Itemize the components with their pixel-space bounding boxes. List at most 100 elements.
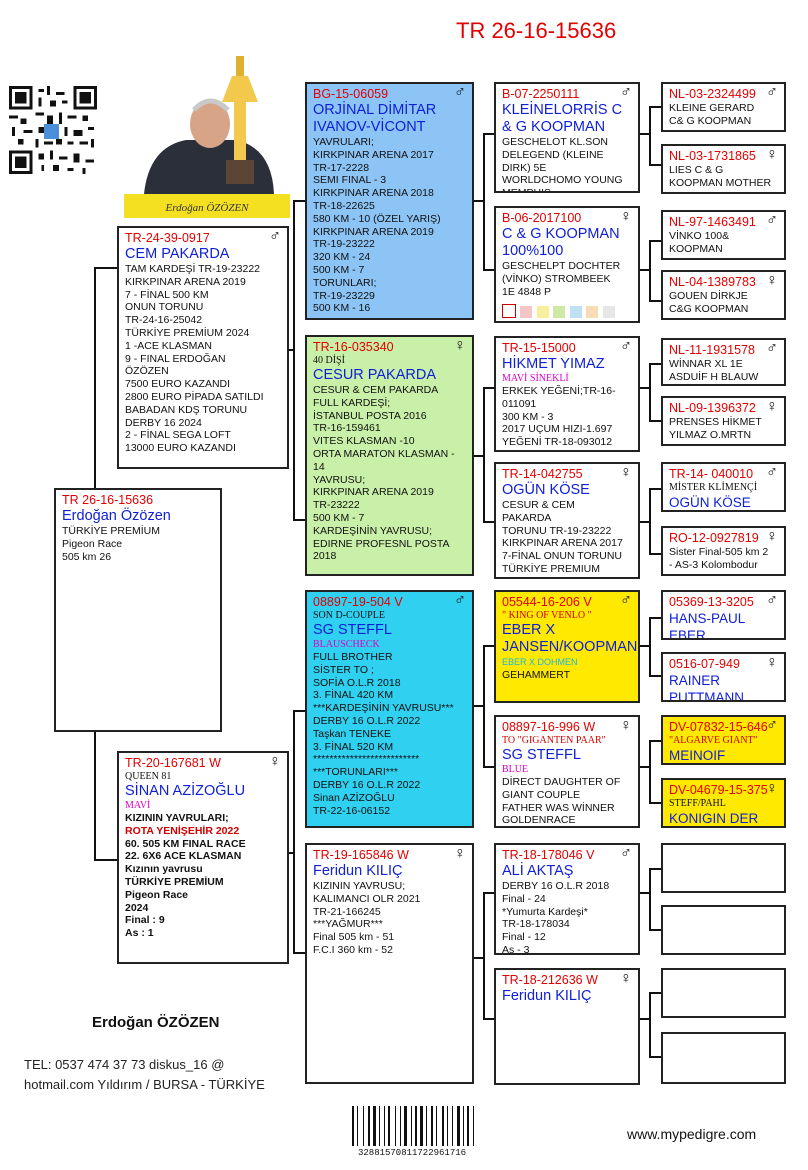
male-symbol-icon: ♂ <box>620 592 632 609</box>
g4-ring: DV-04679-15-375 <box>669 783 768 797</box>
g3-card-4[interactable]: TR-14-042755 ♀ OGÜN KÖSE CESUR & CEM PAK… <box>494 462 640 579</box>
g3-color: BLUE <box>502 764 529 775</box>
color-swatches <box>502 304 615 321</box>
male-symbol-icon: ♂ <box>454 84 466 101</box>
g4-details: WİNNAR XL 1E ASDUİF H BLAUW <box>669 358 759 383</box>
g4-details: Sister Final-505 km 2 - AS-3 Kolombodur <box>669 546 769 571</box>
qr-code[interactable] <box>8 86 98 174</box>
g4-card-10[interactable]: 0516-07-949 ♀ RAINER PUTTMANN <box>661 652 786 702</box>
male-symbol-icon: ♂ <box>766 340 778 357</box>
g4-ring: 0516-07-949 <box>669 657 740 671</box>
g4-ring: NL-11-1931578 <box>669 343 755 357</box>
g3-card-6[interactable]: 08897-16-996 W ♀ TO "GIGANTEN PAAR" SG S… <box>494 715 640 828</box>
female-symbol-icon: ♀ <box>454 845 466 862</box>
g4-card-2[interactable]: NL-03-1731865 ♀ LIES C & G KOOPMAN MOTHE… <box>661 144 786 194</box>
sd-details: CESUR & CEM PAKARDA FULL KARDEŞİ; İSTANB… <box>313 384 455 563</box>
female-symbol-icon: ♀ <box>269 753 281 770</box>
g4-card-12[interactable]: DV-04679-15-375 ♀ STEFF/PAHL KONIGIN DER <box>661 778 786 828</box>
g4-name: RAINER PUTTMANN <box>669 673 744 702</box>
g4-strain: STEFF/PAHL <box>669 798 726 809</box>
g4-card-6[interactable]: NL-09-1396372 ♀ PRENSES HİKMET YILMAZ O.… <box>661 396 786 446</box>
male-symbol-icon: ♂ <box>766 592 778 609</box>
dam-sire-card[interactable]: 08897-19-504 V ♂ SON D-COUPLE SG STEFFL … <box>305 590 474 828</box>
g3-ring: 08897-16-996 W <box>502 720 596 734</box>
g4-card-13[interactable] <box>661 843 786 893</box>
dam-card[interactable]: TR-20-167681 W ♀ QUEEN 81 SİNAN AZİZOĞLU… <box>117 751 289 964</box>
g4-details: GOUEN DİRKJE C&G KOOPMAN <box>669 290 749 315</box>
g3-card-3[interactable]: TR-15-15000 ♂ HİKMET YIMAZ MAVİ SİNEKLİ … <box>494 336 640 452</box>
g3-card-8[interactable]: TR-18-212636 W ♀ Feridun KILIÇ <box>494 968 640 1085</box>
sire-card[interactable]: TR-24-39-0917 ♂ CEM PAKARDA TAM KARDEŞİ … <box>117 226 289 469</box>
g3-card-1[interactable]: B-07-2250111 ♂ KLEİNELORRİS C & G KOOPMA… <box>494 82 640 193</box>
g3-details: GESCHELPT DOCHTER (VİNKO) STROMBEEK 1E 4… <box>502 260 621 298</box>
g4-card-7[interactable]: TR-14- 040010 ♂ MİSTER KLİMENÇİ OGÜN KÖS… <box>661 462 786 512</box>
g3-name: C & G KOOPMAN 100%100 <box>502 226 620 259</box>
g4-ring: 05369-13-3205 <box>669 595 754 609</box>
g4-card-5[interactable]: NL-11-1931578 ♂ WİNNAR XL 1E ASDUİF H BL… <box>661 338 786 386</box>
subject-card[interactable]: TR 26-16-15636 Erdoğan Özözen TÜRKİYE PR… <box>54 488 222 732</box>
sd-ring: TR-16-035340 <box>313 340 394 354</box>
g3-ring: B-07-2250111 <box>502 87 580 101</box>
g4-card-14[interactable] <box>661 905 786 955</box>
g4-name: MEINOIF <box>669 748 726 763</box>
female-symbol-icon: ♀ <box>620 464 632 481</box>
g4-strain: "ALGARVE GIANT" <box>669 735 758 746</box>
g4-card-15[interactable] <box>661 968 786 1018</box>
g4-ring: NL-04-1389783 <box>669 275 756 289</box>
website-link[interactable]: www.mypedigre.com <box>627 1126 757 1142</box>
g3-ring: TR-14-042755 <box>502 467 583 481</box>
g3-card-5[interactable]: 05544-16-206 V ♂ " KING OF VENLO " EBER … <box>494 590 640 703</box>
g4-card-16[interactable] <box>661 1032 786 1084</box>
male-symbol-icon: ♂ <box>766 717 778 734</box>
g4-card-1[interactable]: NL-03-2324499 ♂ KLEINE GERARD C& G KOOPM… <box>661 82 786 132</box>
male-symbol-icon: ♂ <box>620 338 632 355</box>
sd-strain: 40 DİŞİ <box>313 355 345 366</box>
sire-ring: TR-24-39-0917 <box>125 231 210 245</box>
ds-name: SG STEFFL <box>313 622 392 638</box>
dam-ring: TR-20-167681 W <box>125 756 221 770</box>
breeder-photo: Erdoğan ÖZÖZEN <box>124 56 290 218</box>
g4-ring: NL-09-1396372 <box>669 401 756 415</box>
g4-card-11[interactable]: DV-07832-15-646 ♂ "ALGARVE GIANT" MEINOI… <box>661 715 786 765</box>
g4-card-8[interactable]: RO-12-0927819 ♀ Sister Final-505 km 2 - … <box>661 526 786 576</box>
ds-ring: 08897-19-504 V <box>313 595 403 609</box>
g4-details: PRENSES HİKMET YILMAZ O.MRTN <box>669 416 762 441</box>
g3-card-2[interactable]: B-06-2017100 ♀ C & G KOOPMAN 100%100 GES… <box>494 206 640 323</box>
g3-name: EBER X JANSEN/KOOPMAN <box>502 622 638 655</box>
g3-name: Feridun KILIÇ <box>502 988 592 1004</box>
g3-color: MAVİ SİNEKLİ <box>502 373 569 384</box>
g3-strain: TO "GIGANTEN PAAR" <box>502 735 606 746</box>
female-symbol-icon: ♀ <box>766 780 778 797</box>
ds-details: FULL BROTHER SİSTER TO ; SOFİA O.L.R 201… <box>313 651 454 817</box>
g3-ring: TR-18-212636 W <box>502 973 598 987</box>
g4-card-3[interactable]: NL-97-1463491 ♂ VİNKO 100& KOOPMAN <box>661 210 786 260</box>
male-symbol-icon: ♂ <box>620 845 632 862</box>
dd-name: Feridun KILIÇ <box>313 863 403 879</box>
breeder-contact: TEL: 0537 474 37 73 diskus_16 @ hotmail.… <box>24 1055 265 1095</box>
dam-details: 60. 505 KM FINAL RACE 22. 6X6 ACE KLASMA… <box>125 837 246 940</box>
female-symbol-icon: ♀ <box>454 337 466 354</box>
g3-ring: 05544-16-206 V <box>502 595 592 609</box>
ss-name: ORJİNAL DİMİTAR IVANOV-VİCONT <box>313 102 437 135</box>
g4-ring: NL-03-2324499 <box>669 87 756 101</box>
g4-name: OGÜN KÖSE <box>669 495 751 510</box>
dam-dam-card[interactable]: TR-19-165846 W ♀ Feridun KILIÇ KIZININ Y… <box>305 843 474 1084</box>
g3-name: ALİ AKTAŞ <box>502 863 574 879</box>
sire-sire-card[interactable]: BG-15-06059 ♂ ORJİNAL DİMİTAR IVANOV-VİC… <box>305 82 474 320</box>
female-symbol-icon: ♀ <box>766 654 778 671</box>
g4-card-9[interactable]: 05369-13-3205 ♂ HANS-PAUL EBER <box>661 590 786 640</box>
g3-card-7[interactable]: TR-18-178046 V ♂ ALİ AKTAŞ DERBY 16 O.L.… <box>494 843 640 955</box>
g4-strain: MİSTER KLİMENÇİ <box>669 482 758 493</box>
sire-name: CEM PAKARDA <box>125 246 230 262</box>
contact-line: TEL: 0537 474 37 73 diskus_16 @ <box>24 1057 225 1072</box>
g4-card-4[interactable]: NL-04-1389783 ♀ GOUEN DİRKJE C&G KOOPMAN <box>661 270 786 320</box>
g3-name: OGÜN KÖSE <box>502 482 590 498</box>
sire-dam-card[interactable]: TR-16-035340 ♀ 40 DİŞİ CESUR PAKARDA CES… <box>305 335 474 576</box>
ds-color: BLAUSCHECK <box>313 639 380 650</box>
female-symbol-icon: ♀ <box>620 208 632 225</box>
dam-line2: ROTA YENİŞEHİR 2022 <box>125 824 240 837</box>
dam-strain: QUEEN 81 <box>125 771 172 782</box>
dd-details: KIZININ YAVRUSU; KALIMANCI OLR 2021 TR-2… <box>313 880 421 956</box>
male-symbol-icon: ♂ <box>766 212 778 229</box>
male-symbol-icon: ♂ <box>620 84 632 101</box>
